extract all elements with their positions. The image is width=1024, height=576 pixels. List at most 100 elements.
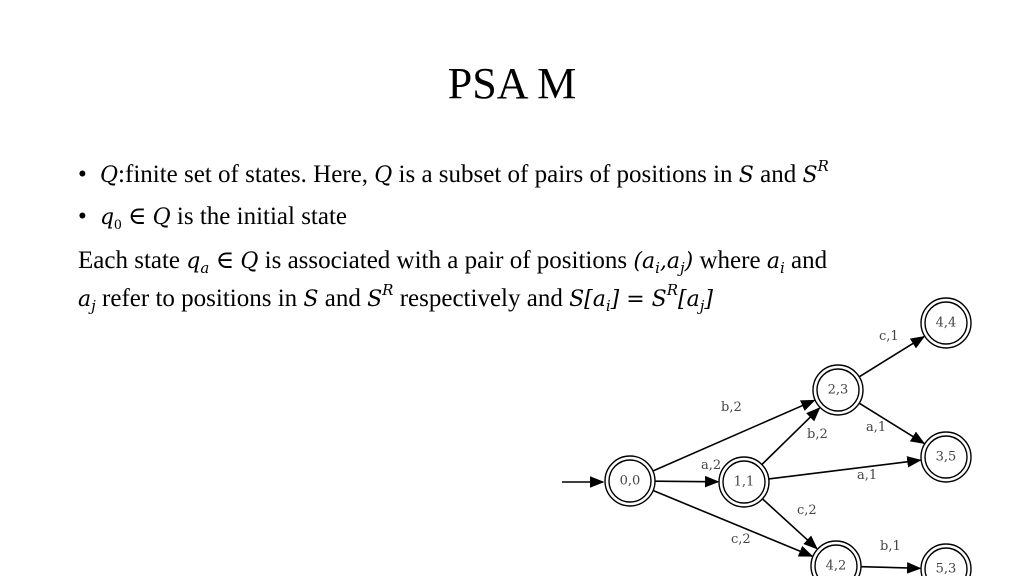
- state-label: 0,0: [620, 474, 641, 489]
- state-label: 2,3: [828, 383, 849, 398]
- math-symbol: [a: [678, 287, 700, 312]
- state-inner-ring: [924, 547, 968, 576]
- edge-n11-n42: [761, 498, 818, 550]
- math-subscript: i: [655, 259, 660, 277]
- edge-n11-n23: [761, 407, 821, 466]
- edge-n11-n35: [768, 456, 922, 480]
- state-node: 5,3: [920, 543, 972, 576]
- math-superscript: R: [382, 281, 394, 299]
- bullet-dot: •: [78, 203, 87, 230]
- math-symbol: S: [802, 163, 818, 188]
- edge-n42-n53: [860, 562, 922, 574]
- edge-label: b,2: [807, 427, 828, 442]
- edge-n00-n42: [652, 489, 814, 557]
- math-subscript: j: [699, 297, 705, 315]
- state-inner-ring: [608, 459, 652, 503]
- edges-layer: b,2a,2c,2b,2a,1c,2c,1a,1b,1: [562, 329, 926, 574]
- state-node: 1,1: [718, 456, 770, 508]
- edge-n23-n44: [858, 335, 926, 378]
- edge-label: a,1: [857, 468, 877, 483]
- math-symbol: Q: [152, 205, 171, 230]
- math-symbol: a: [641, 249, 656, 274]
- math-symbol: Q: [240, 249, 259, 274]
- math-symbol: ,: [659, 249, 667, 274]
- para-text: is associated with a pair of positions: [258, 247, 634, 274]
- math-subscript: a: [200, 259, 210, 277]
- math-symbol: ]: [704, 287, 713, 312]
- para-text: and: [784, 247, 828, 274]
- state-label: 1,1: [734, 475, 755, 490]
- para-text: where: [693, 247, 767, 274]
- para-text: and: [318, 285, 368, 312]
- state-outer-ring: [920, 431, 972, 483]
- math-symbol: Q: [100, 163, 119, 188]
- math-symbol: q: [100, 205, 115, 230]
- math-symbol: q: [186, 249, 201, 274]
- math-symbol: S: [303, 287, 319, 312]
- para-text: Each state: [78, 247, 187, 274]
- para-text: respectively and: [393, 285, 570, 312]
- state-label: 3,5: [936, 450, 957, 465]
- state-outer-ring: [920, 543, 972, 576]
- math-symbol: a: [666, 249, 680, 274]
- bullet-initial-state: • q0 ∈ Q is the initial state: [78, 201, 347, 234]
- paragraph-line-2: aj refer to positions in S and SR respec…: [78, 281, 713, 315]
- state-outer-ring: [604, 455, 656, 507]
- math-symbol: S[a: [569, 287, 606, 312]
- state-outer-ring: [812, 364, 864, 416]
- math-superscript: R: [817, 157, 829, 175]
- edge-n00-n23: [652, 399, 816, 472]
- math-symbol: ): [684, 249, 694, 274]
- math-subscript: j: [91, 297, 96, 315]
- state-label: 5,3: [936, 562, 957, 576]
- math-symbol: a: [766, 249, 780, 274]
- bullet-dot: •: [78, 161, 87, 188]
- edge-label: a,1: [866, 420, 886, 435]
- state-inner-ring: [924, 301, 968, 345]
- edge-label: b,2: [721, 400, 742, 415]
- math-symbol: Q: [374, 163, 393, 188]
- math-superscript: R: [666, 281, 679, 299]
- math-symbol: S: [738, 163, 754, 188]
- math-symbol: ] = S: [610, 287, 667, 312]
- state-inner-ring: [722, 460, 766, 504]
- edge-n23-n35: [858, 402, 926, 445]
- state-outer-ring: [718, 456, 770, 508]
- math-relation: ∈: [209, 247, 241, 274]
- math-relation: ∈: [121, 203, 153, 230]
- edge-label: c,2: [731, 532, 751, 547]
- nodes-layer: 0,0 1,1 2,3 4,4 3,5 4,2 5,3: [604, 297, 972, 576]
- state-inner-ring: [924, 435, 968, 479]
- edge-label: b,1: [880, 539, 901, 554]
- math-subscript: 0: [114, 217, 122, 233]
- math-symbol: (: [633, 249, 642, 274]
- edge-label: c,1: [879, 329, 899, 344]
- paragraph-line-1: Each state qa ∈ Q is associated with a p…: [78, 245, 827, 277]
- math-symbol: a: [78, 287, 92, 312]
- state-node: 3,5: [920, 431, 972, 483]
- bullet-text: :finite set of states. Here,: [118, 161, 375, 188]
- slide-title: PSA M: [447, 59, 577, 108]
- math-subscript: i: [779, 259, 785, 277]
- state-node: 2,3: [812, 364, 864, 416]
- state-outer-ring: [920, 297, 972, 349]
- bullet-states: • Q:finite set of states. Here, Q is a su…: [78, 157, 829, 189]
- math-subscript: i: [605, 297, 611, 315]
- para-text: refer to positions in: [95, 285, 304, 312]
- state-label: 4,4: [936, 316, 957, 331]
- state-label: 4,2: [826, 559, 847, 574]
- state-inner-ring: [814, 544, 858, 576]
- state-outer-ring: [810, 540, 862, 576]
- edge-n00-n11: [654, 475, 720, 488]
- state-node: 4,2: [810, 540, 862, 576]
- edge-label: a,2: [701, 458, 721, 473]
- bullet-text: is the initial state: [170, 203, 348, 230]
- bullet-text: and: [753, 161, 803, 188]
- math-symbol: S: [367, 287, 383, 312]
- bullet-text: is a subset of pairs of positions in: [392, 161, 739, 188]
- state-node: 0,0: [604, 455, 656, 507]
- state-inner-ring: [816, 368, 860, 412]
- state-node: 4,4: [920, 297, 972, 349]
- math-subscript: j: [680, 259, 685, 277]
